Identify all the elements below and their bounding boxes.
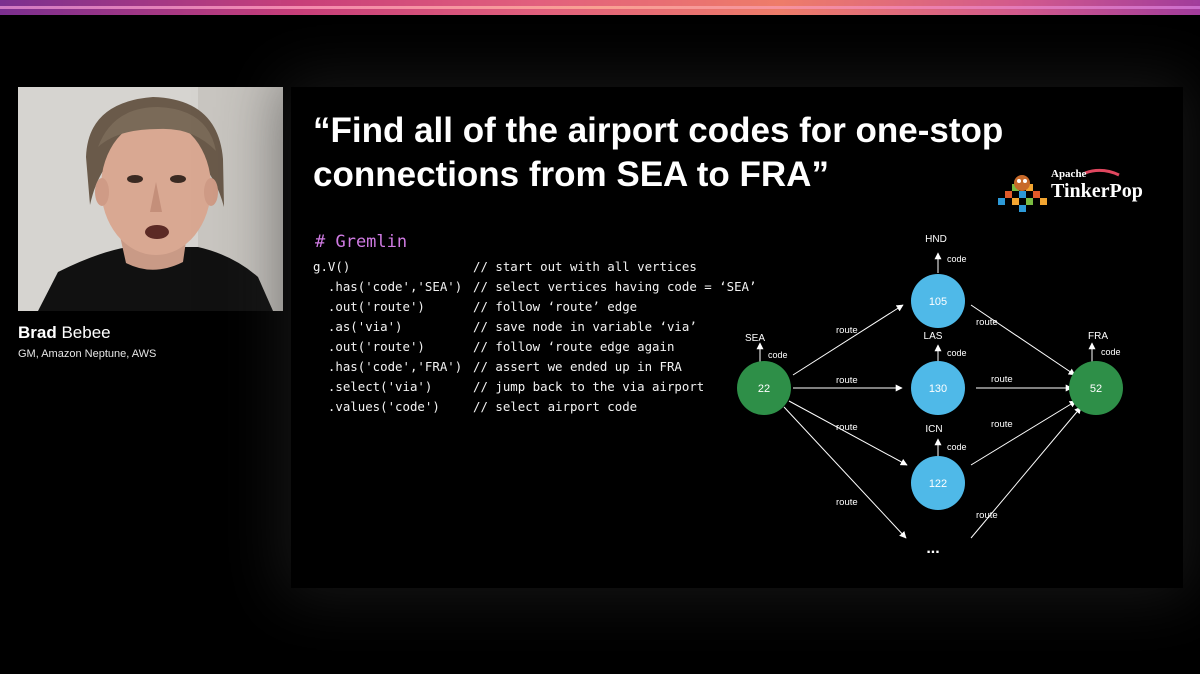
edge-label: route: [976, 510, 998, 521]
edge-label: route: [991, 374, 1013, 385]
node-sea-id: 22: [758, 383, 770, 395]
node-hnd: 105 HND code: [911, 234, 967, 328]
code-comment: // follow ‘route’ edge: [473, 299, 638, 314]
node-sea-circle: [737, 361, 791, 415]
node-fra-circle: [1069, 361, 1123, 415]
node-las-prop: code: [947, 348, 967, 358]
node-fra-id: 52: [1090, 383, 1102, 395]
node-sea-label: SEA: [745, 333, 765, 344]
code-comment: // select vertices having code = ‘SEA’: [473, 279, 757, 294]
node-hnd-label: HND: [925, 234, 947, 245]
speaker-video: [18, 87, 283, 311]
code-comment: // assert we ended up in FRA: [473, 359, 682, 374]
node-icn-prop: code: [947, 442, 967, 452]
code-comment: // follow ‘route edge again: [473, 339, 675, 354]
node-icn-circle: [911, 456, 965, 510]
edge-label: route: [836, 422, 858, 433]
node-fra: 52 FRA code: [1069, 331, 1123, 415]
slide-title-line-1: “Find all of the airport codes for one-s…: [313, 111, 1004, 150]
node-las-label: LAS: [924, 331, 943, 342]
node-icn: 122 ICN code: [911, 424, 967, 510]
edge-sea-more: [783, 406, 907, 539]
code-statement: g.V(): [313, 259, 351, 274]
code-statement: .has('code','FRA'): [313, 359, 463, 374]
presentation-slide: “Find all of the airport codes for one-s…: [291, 87, 1183, 588]
node-las-circle: [911, 361, 965, 415]
node-fra-label: FRA: [1088, 331, 1108, 342]
tinkerpop-logo-icon: [998, 168, 1120, 212]
code-statement: .select('via'): [313, 379, 433, 394]
route-graph-diagram: route route route route route route rout…: [737, 234, 1123, 557]
node-hnd-circle: [911, 274, 965, 328]
speaker-first-name: Brad: [18, 323, 57, 342]
code-statement: .has('code','SEA'): [313, 279, 463, 294]
logo-tinkerpop-text: TinkerPop: [1051, 180, 1143, 202]
code-comment: // save node in variable ‘via’: [473, 319, 697, 334]
speaker-title: GM, Amazon Neptune, AWS: [18, 348, 157, 360]
edge-label: route: [836, 375, 858, 386]
code-heading: # Gremlin: [315, 232, 408, 252]
node-sea: 22 SEA code: [737, 333, 791, 415]
code-statement: .values('code'): [313, 399, 440, 414]
code-line: .out('route') // follow ‘route edge again: [313, 337, 756, 357]
edge-label: route: [976, 317, 998, 328]
code-comment: // jump back to the via airport: [473, 379, 705, 394]
code-statement: .out('route'): [313, 299, 425, 314]
edge-more-fra: [970, 406, 1082, 539]
more-nodes-ellipsis: ...: [926, 540, 939, 557]
node-icn-id: 122: [929, 478, 947, 490]
code-line: .values('code') // select airport code: [313, 397, 756, 417]
node-las: 130 LAS code: [911, 331, 967, 415]
gremlin-code-block: g.V() // start out with all vertices .has…: [313, 257, 756, 417]
node-las-id: 130: [929, 383, 947, 395]
code-line: .select('via') // jump back to the via ai…: [313, 377, 756, 397]
slide-title-line-2: connections from SEA to FRA”: [313, 155, 829, 194]
edge-label: route: [836, 325, 858, 336]
speaker-figure: [18, 87, 283, 311]
logo-apache-text: Apache: [1051, 168, 1087, 180]
code-line: .as('via') // save node in variable ‘via’: [313, 317, 756, 337]
graph-edges: [756, 252, 1096, 539]
edge-sea-icn: [788, 400, 908, 466]
edge-label: route: [991, 419, 1013, 430]
node-hnd-prop: code: [947, 254, 967, 264]
code-line: g.V() // start out with all vertices: [313, 257, 756, 277]
speaker-last-name: Bebee: [61, 323, 111, 342]
code-line: .out('route') // follow ‘route’ edge: [313, 297, 756, 317]
edge-sea-hnd: [792, 304, 904, 376]
code-statement: .as('via'): [313, 319, 403, 334]
node-hnd-id: 105: [929, 296, 947, 308]
code-line: .has('code','SEA') // select vertices hav…: [313, 277, 757, 297]
slide-title: “Find all of the airport codes for one-s…: [313, 109, 1073, 197]
code-comment: // start out with all vertices: [473, 259, 697, 274]
code-comment: // select airport code: [473, 399, 638, 414]
edge-label: route: [836, 497, 858, 508]
code-statement: .out('route'): [313, 339, 425, 354]
node-sea-prop: code: [768, 350, 788, 360]
top-gradient-bar: [0, 0, 1200, 15]
node-fra-prop: code: [1101, 347, 1121, 357]
code-line: .has('code','FRA') // assert we ended up …: [313, 357, 756, 377]
edge-labels: route route route route route route rout…: [836, 317, 1013, 521]
edge-icn-fra: [970, 400, 1077, 466]
edge-hnd-fra: [970, 304, 1076, 376]
speaker-name: Brad Bebee: [18, 323, 111, 343]
node-icn-label: ICN: [925, 424, 942, 435]
